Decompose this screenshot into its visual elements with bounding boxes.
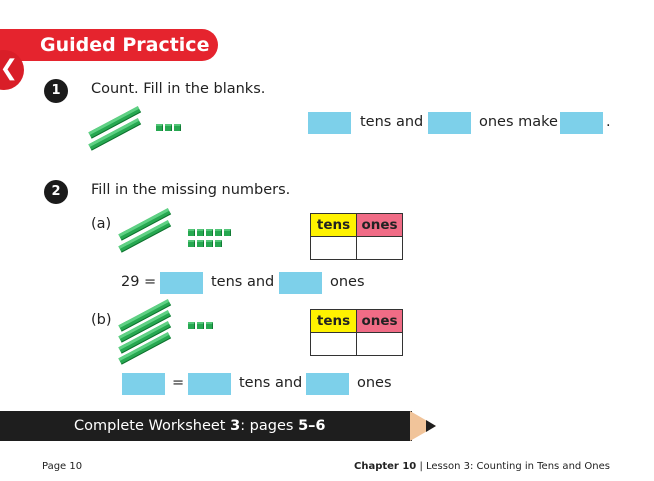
- ones-header: ones: [356, 213, 403, 237]
- q2b-ones-label: ones: [357, 375, 392, 391]
- section-title: Guided Practice: [40, 34, 210, 56]
- one-cube: [215, 240, 222, 247]
- page-number: Page 10: [42, 461, 83, 472]
- lesson-label: Lesson 3: Counting in Tens and Ones: [426, 461, 610, 472]
- question-1-prompt: Count. Fill in the blanks.: [91, 81, 266, 97]
- worksheet-prefix: Complete Worksheet: [74, 418, 231, 434]
- q2a-place-value-table: tens ones: [310, 213, 403, 260]
- q2a-tens-rods: [118, 208, 182, 256]
- question-2-prompt: Fill in the missing numbers.: [91, 182, 291, 198]
- question-number-1: 1: [44, 79, 68, 103]
- one-cube: [188, 229, 195, 236]
- tens-header: tens: [310, 309, 357, 333]
- tens-cell[interactable]: [310, 332, 357, 356]
- tens-cell[interactable]: [310, 236, 357, 260]
- worksheet-number: 3: [230, 418, 241, 434]
- section-banner: Guided Practice: [0, 29, 218, 61]
- one-cube: [206, 240, 213, 247]
- q2b-tens-rods: [118, 299, 182, 368]
- q2b-tens-and-label: tens and: [239, 375, 303, 391]
- q2a-ones-blank[interactable]: [279, 272, 322, 294]
- pencil-lead-icon: [426, 420, 436, 432]
- q1-ones-blank[interactable]: [428, 112, 471, 134]
- q2b-tens-blank[interactable]: [188, 373, 231, 395]
- one-cube: [197, 322, 204, 329]
- q2a-equation-prefix: 29 =: [121, 274, 157, 290]
- q1-tens-rods: [88, 106, 150, 160]
- q1-ones-make-label: ones make: [479, 114, 558, 130]
- q2a-ones-label: ones: [330, 274, 365, 290]
- part-a-label: (a): [91, 216, 112, 232]
- one-cube: [224, 229, 231, 236]
- chevron-left-icon: ❮: [0, 56, 18, 81]
- one-cube: [206, 229, 213, 236]
- part-b-label: (b): [91, 312, 112, 328]
- footer-separator: |: [419, 461, 423, 472]
- q2b-place-value-table: tens ones: [310, 309, 403, 356]
- one-cube: [156, 124, 163, 131]
- ones-cell[interactable]: [356, 236, 403, 260]
- q2a-ones-cubes: [188, 229, 248, 251]
- q2b-total-blank[interactable]: [122, 373, 165, 395]
- q2a-tens-and-label: tens and: [211, 274, 275, 290]
- ones-header: ones: [356, 309, 403, 333]
- q1-total-blank[interactable]: [560, 112, 603, 134]
- one-cube: [197, 229, 204, 236]
- question-number-2: 2: [44, 180, 68, 204]
- q1-period: .: [606, 114, 611, 130]
- one-cube: [215, 229, 222, 236]
- one-cube: [206, 322, 213, 329]
- q1-tens-and-label: tens and: [360, 114, 424, 130]
- q2b-equals-sign: =: [172, 375, 185, 391]
- chapter-lesson-label: Chapter 10 | Lesson 3: Counting in Tens …: [354, 461, 610, 472]
- worksheet-banner: Complete Worksheet 3: pages 5–6: [0, 411, 412, 441]
- q2b-ones-cubes: [188, 322, 228, 332]
- q1-ones-cubes: [156, 124, 196, 134]
- q1-tens-blank[interactable]: [308, 112, 351, 134]
- worksheet-pages-text: : pages: [240, 418, 299, 434]
- ones-cell[interactable]: [356, 332, 403, 356]
- q2a-tens-blank[interactable]: [160, 272, 203, 294]
- worksheet-pages-range: 5–6: [298, 418, 326, 434]
- chapter-label: Chapter 10: [353, 461, 417, 472]
- one-cube: [188, 240, 195, 247]
- one-cube: [165, 124, 172, 131]
- one-cube: [174, 124, 181, 131]
- one-cube: [197, 240, 204, 247]
- tens-header: tens: [310, 213, 357, 237]
- one-cube: [188, 322, 195, 329]
- q2b-ones-blank[interactable]: [306, 373, 349, 395]
